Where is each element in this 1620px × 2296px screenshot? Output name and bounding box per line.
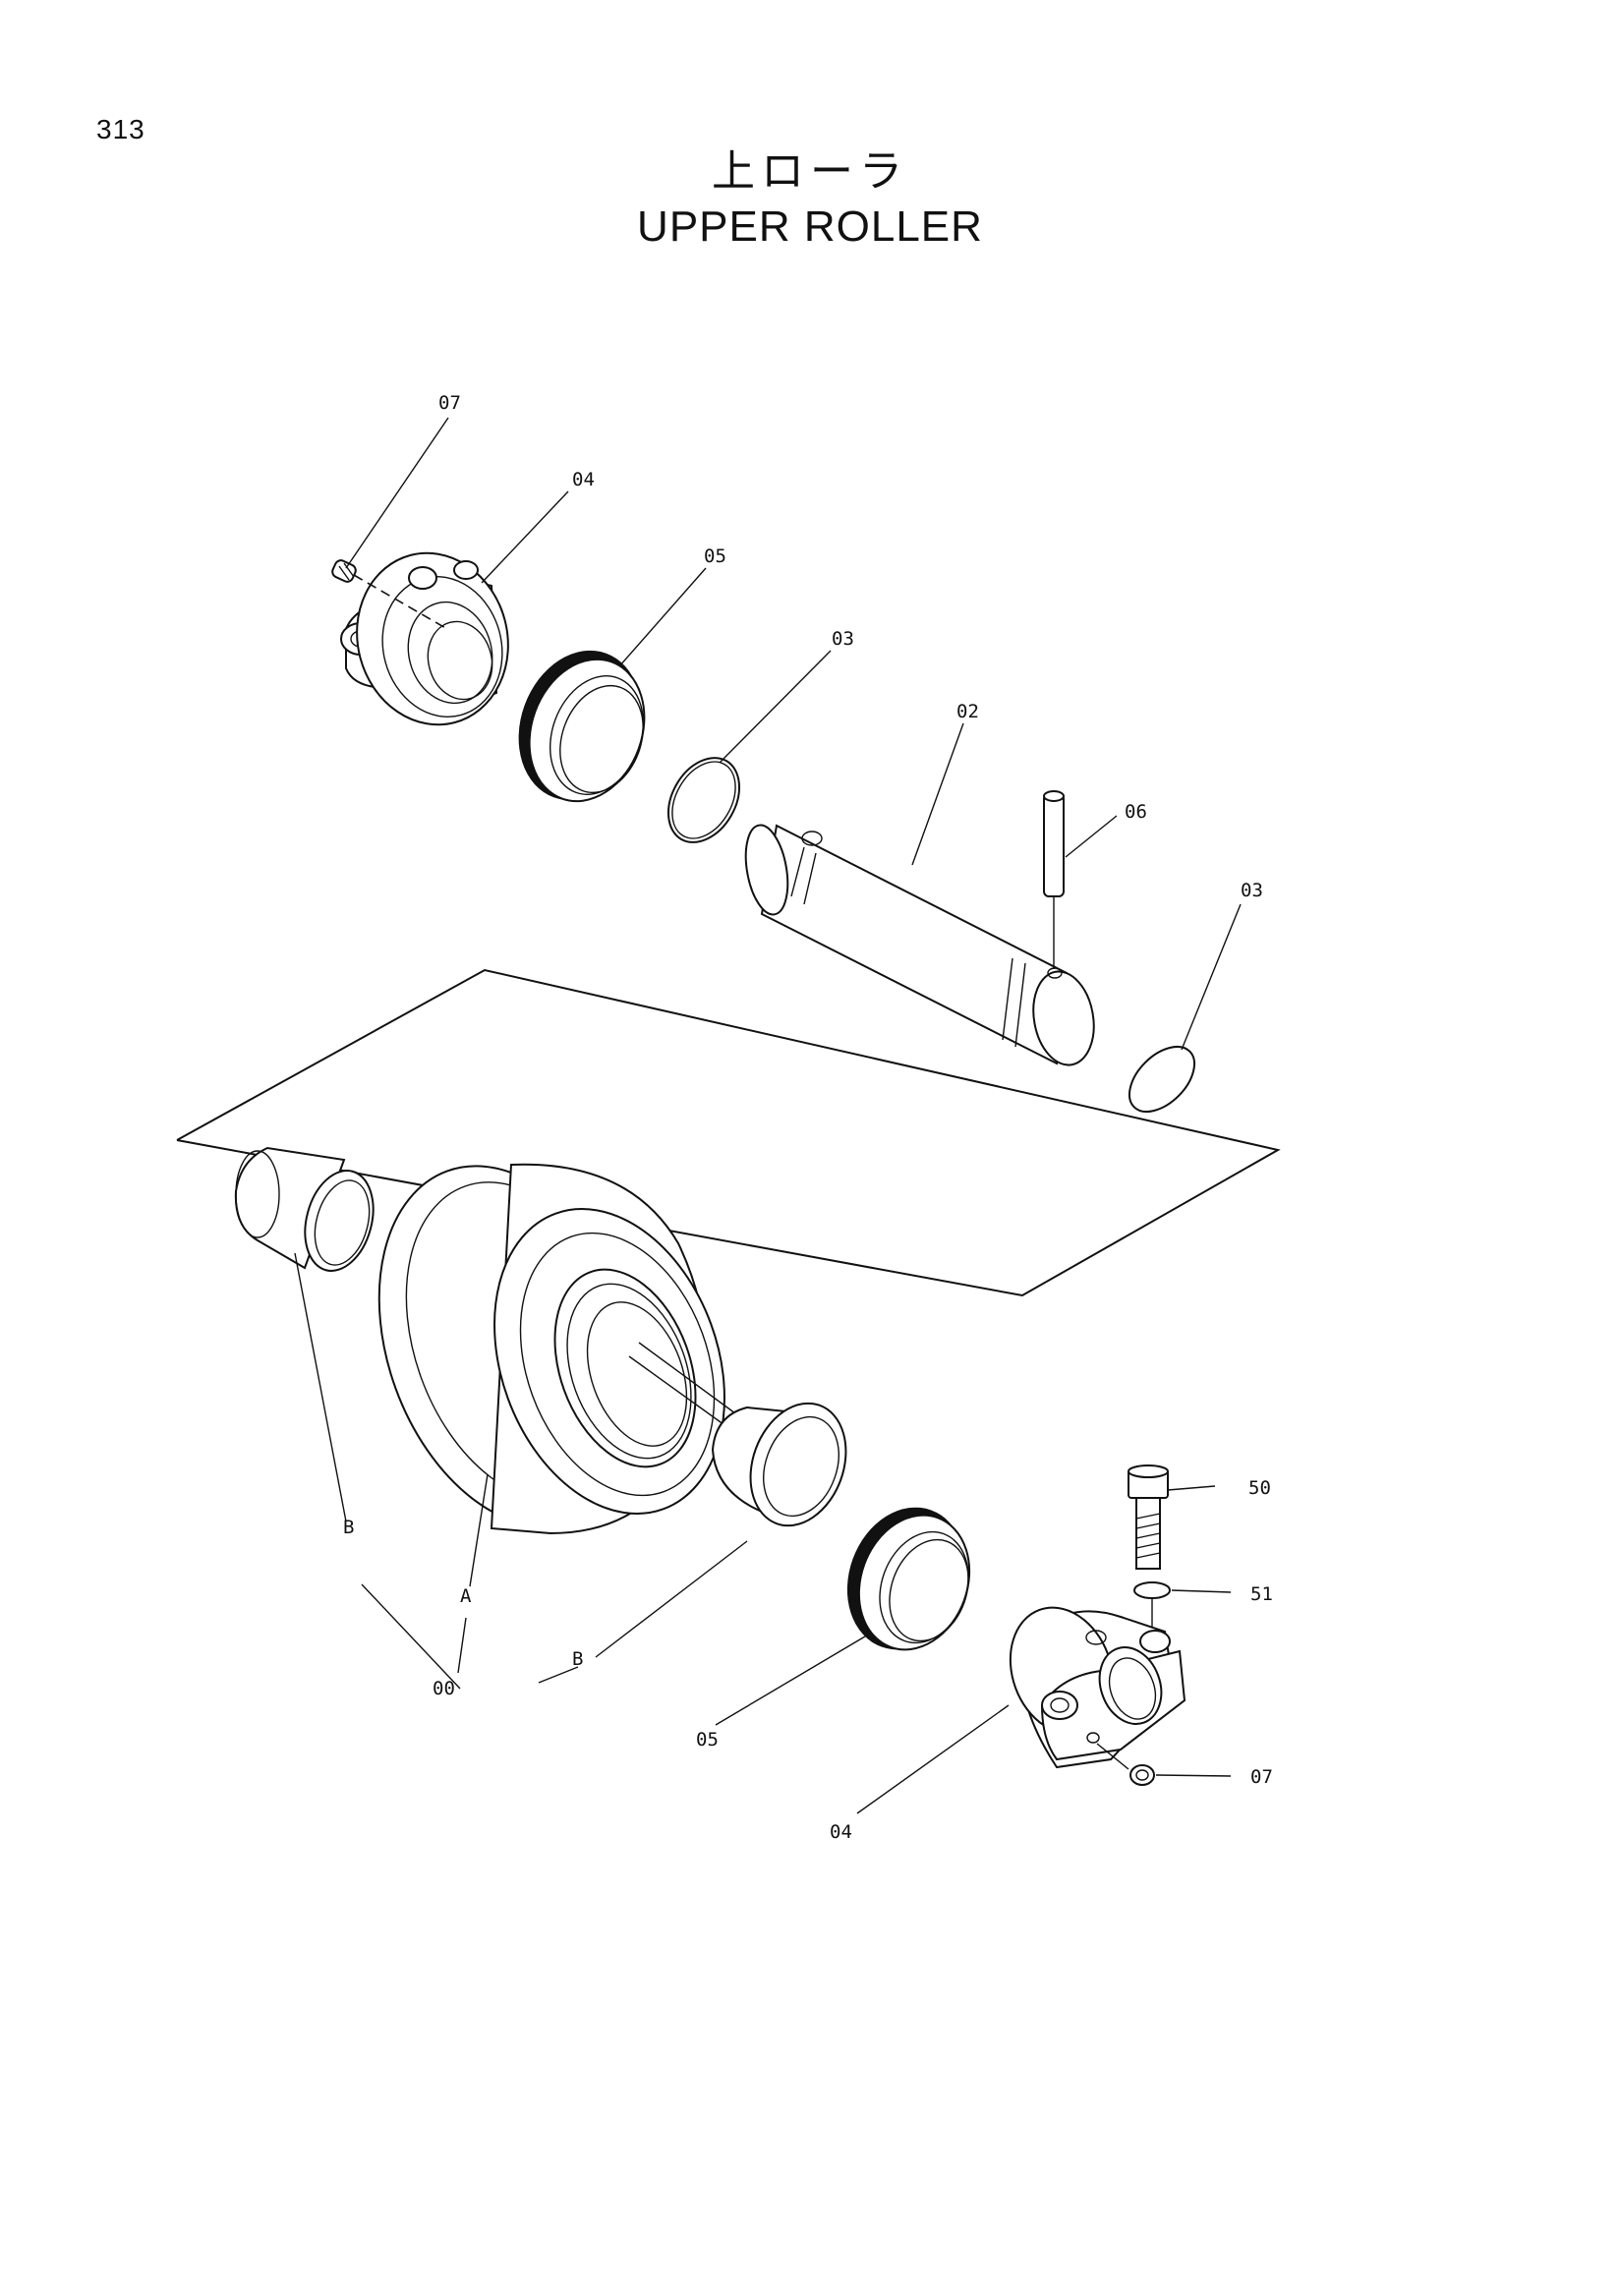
callout-06: 06: [1125, 801, 1147, 823]
spring-pin: [1043, 790, 1065, 969]
callout-04-top: 04: [572, 469, 595, 490]
plug-bottom: [1096, 1743, 1155, 1786]
callout-51: 51: [1250, 1583, 1273, 1605]
plug-top: [331, 559, 357, 583]
bushing-right: [711, 1402, 847, 1527]
callout-05-bottom: 05: [696, 1729, 719, 1751]
title-english: UPPER ROLLER: [637, 202, 983, 251]
callout-b-right: B: [572, 1648, 583, 1670]
housing-top: [340, 551, 509, 726]
callout-07-bottom: 07: [1250, 1766, 1273, 1788]
o-ring-right: [1128, 1046, 1195, 1113]
bolt: [1128, 1464, 1169, 1570]
lock-washer: [1133, 1581, 1171, 1632]
roller-body: [377, 1163, 736, 1535]
assembly-frame: [176, 968, 1281, 1297]
o-ring-top: [666, 757, 741, 843]
callout-05-top: 05: [704, 545, 726, 567]
callout-03-right: 03: [1241, 880, 1263, 901]
seal-bottom: [846, 1507, 971, 1651]
bushing-left: [234, 1146, 375, 1272]
title-japanese: 上ローラ: [712, 146, 908, 197]
callout-04-bottom: 04: [830, 1821, 852, 1843]
seal-top: [518, 650, 646, 803]
callout-labels: 07 04 05 03 02 06 03 50 51 07 04 05 B A …: [343, 392, 1273, 1843]
shaft: [744, 824, 1095, 1066]
callout-03-top: 03: [832, 628, 854, 650]
callout-02: 02: [956, 701, 979, 722]
callout-b-left: B: [343, 1517, 354, 1538]
callout-00: 00: [433, 1678, 455, 1699]
leader-lines: [294, 417, 1242, 1814]
callout-50: 50: [1248, 1477, 1271, 1499]
callout-07-top: 07: [438, 392, 461, 414]
callout-a: A: [460, 1585, 472, 1607]
housing-bottom: [1009, 1606, 1186, 1769]
page-number: 313: [96, 114, 145, 144]
